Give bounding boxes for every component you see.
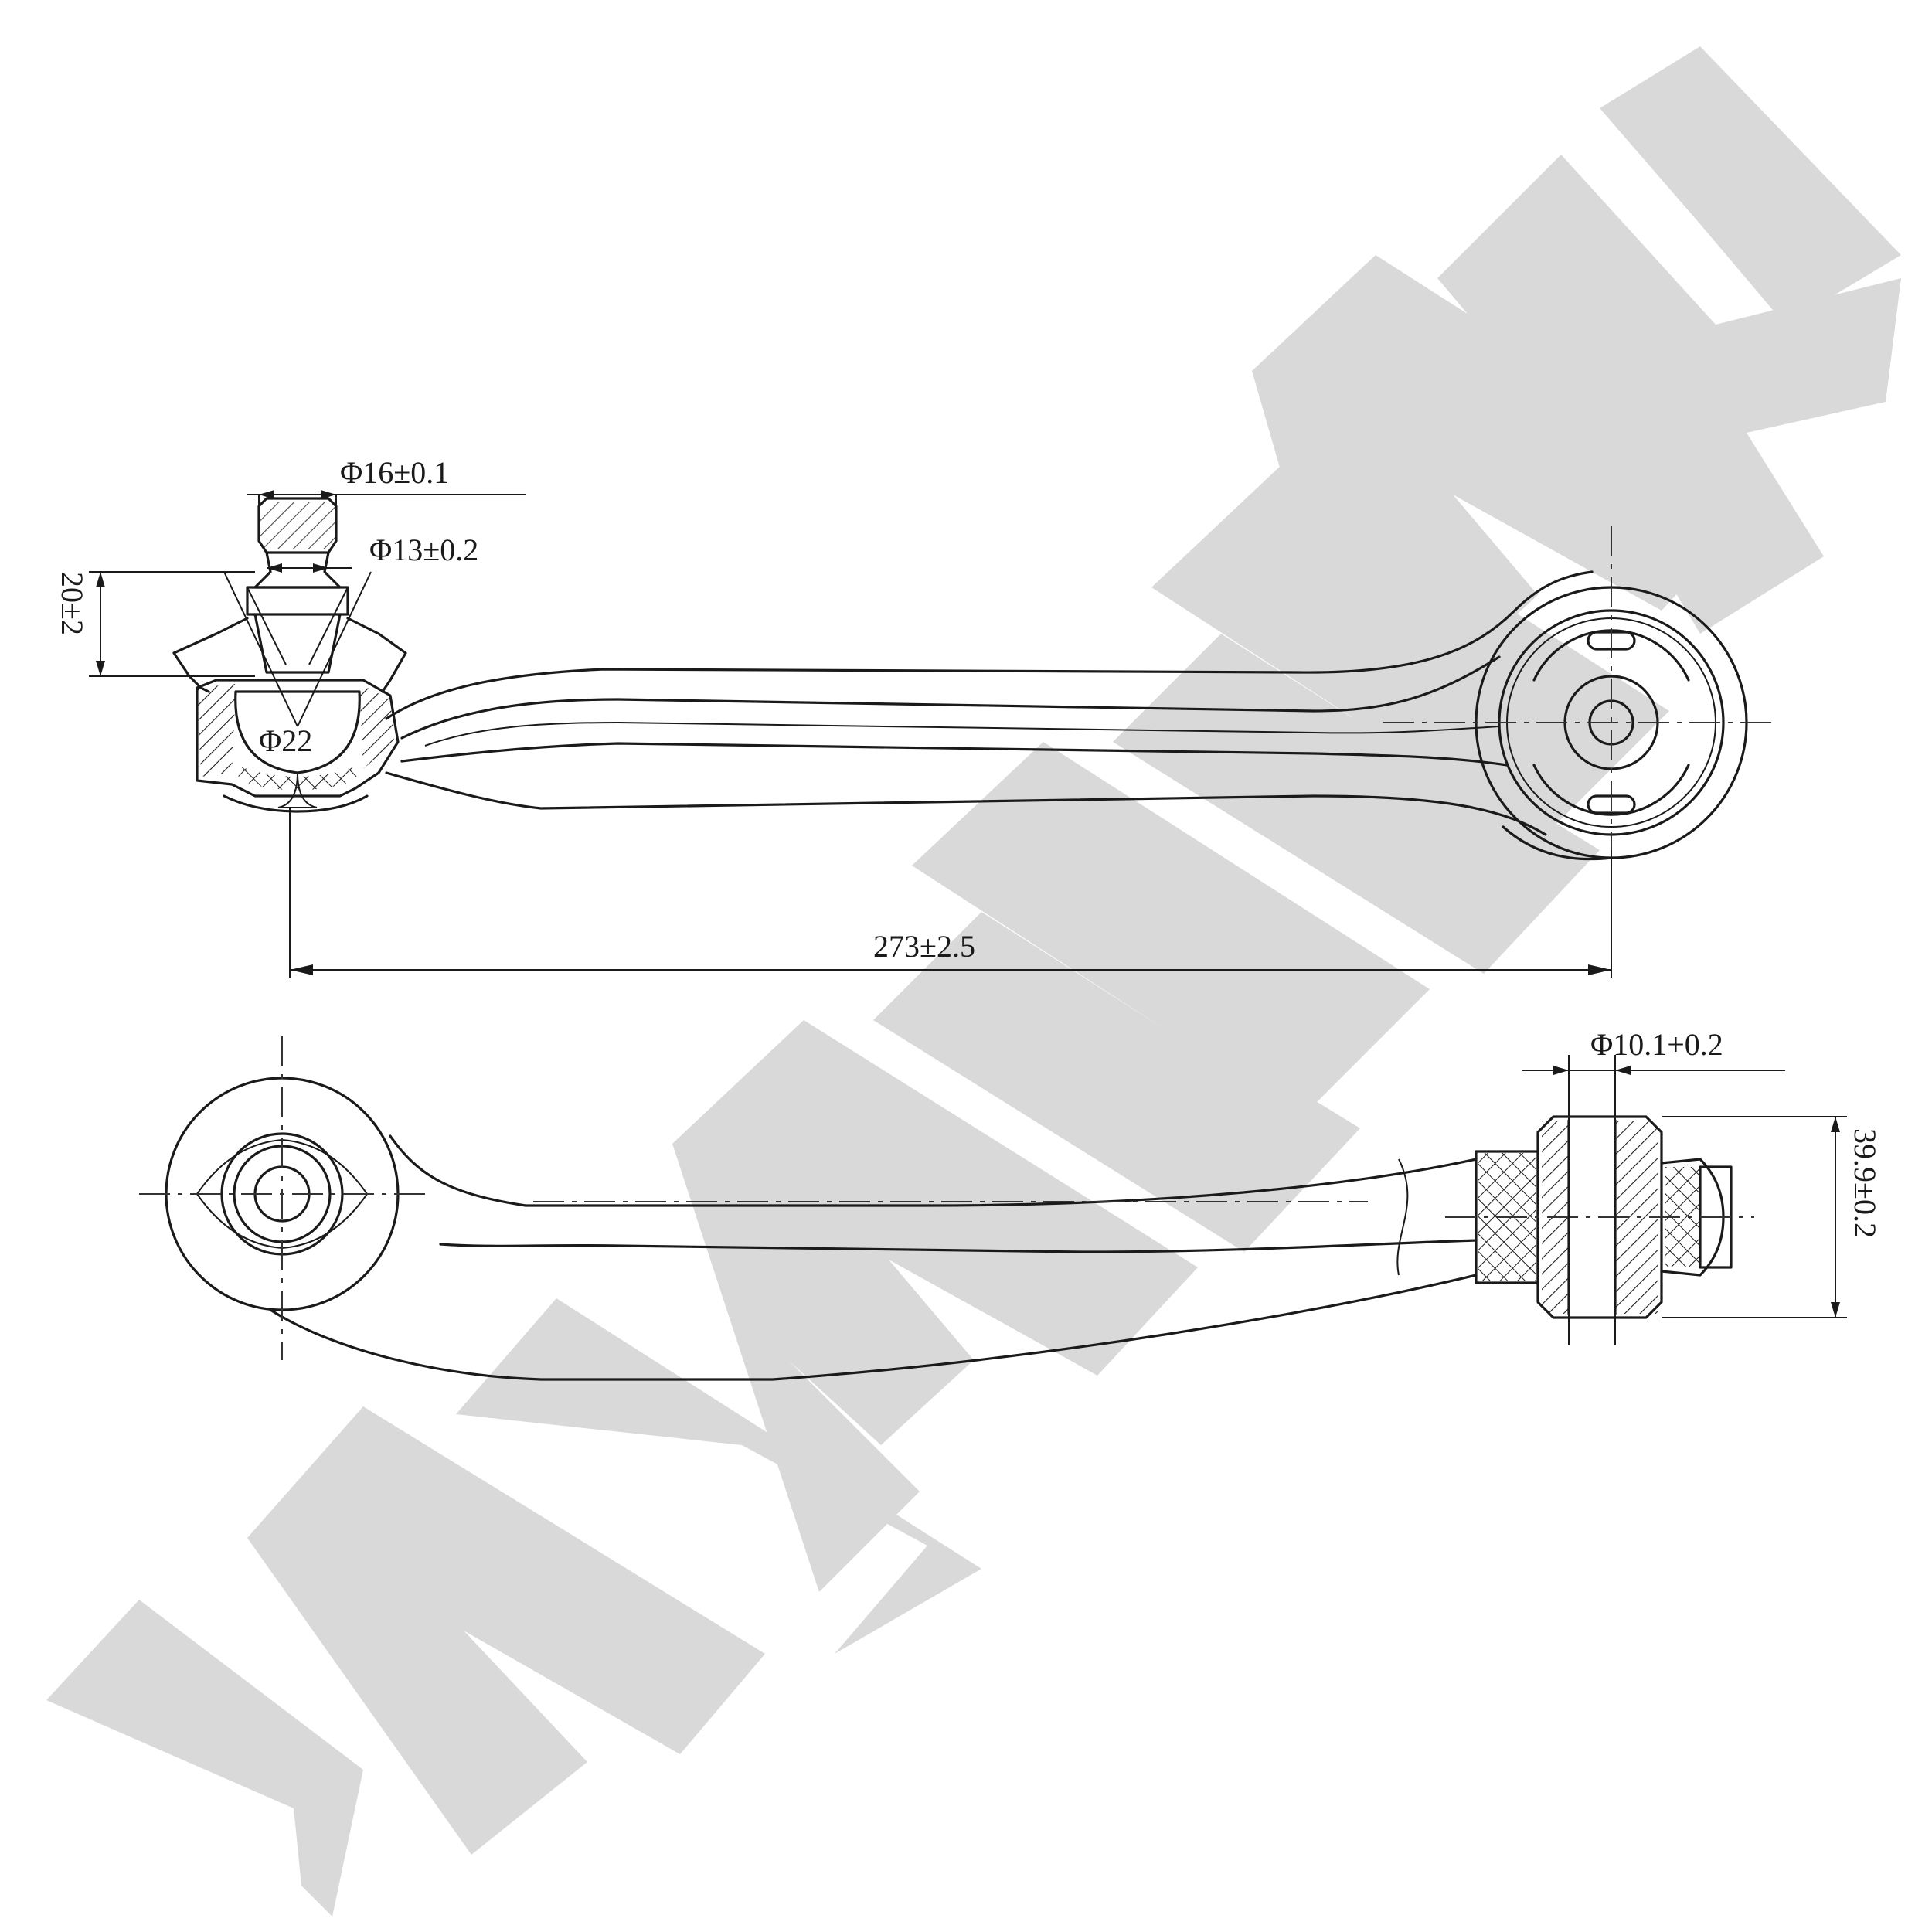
ball-joint-section: Φ22 [172,497,407,813]
length-label: 273±2.5 [873,929,975,964]
neck-diameter-dimension: Φ13±0.2 [267,532,478,573]
height-dimension: 20±2 [55,571,255,677]
control-arm-body-bottom [269,1134,1478,1381]
stud-diameter-dimension: Φ16±0.1 [247,455,526,533]
ball-diameter-label: Φ22 [259,723,312,758]
bushing-bore-label: Φ10.1+0.2 [1590,1027,1723,1062]
top-view: Φ22 Φ16±0.1 Φ13±0.2 20±2 [55,455,1777,981]
neck-diameter-label: Φ13±0.2 [369,532,478,567]
height-label: 20±2 [55,572,90,635]
bushing-width-label: 39.9±0.2 [1848,1128,1883,1238]
bottom-view: Φ10.1+0.2 39.9±0.2 [139,1027,1883,1381]
control-arm-body [385,570,1594,836]
bushing-bore-dimension: Φ10.1+0.2 [1522,1027,1785,1345]
length-dimension: 273±2.5 [289,808,1612,978]
stud-diameter-label: Φ16±0.1 [340,455,449,490]
bushing-width-dimension: 39.9±0.2 [1662,1116,1883,1318]
brand-watermark [46,46,1901,1917]
